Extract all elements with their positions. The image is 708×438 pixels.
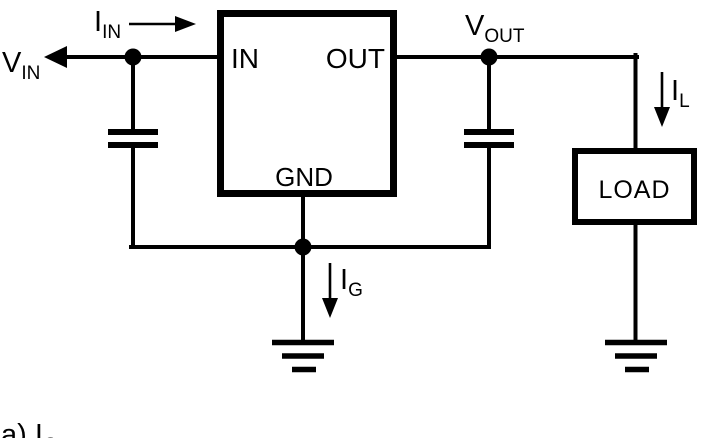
il-label: IL	[671, 75, 690, 112]
vin-label-main: V	[2, 47, 22, 79]
iin-arrowhead	[175, 16, 196, 32]
il-label-main: I	[671, 75, 679, 107]
il-label-sub: L	[679, 91, 690, 112]
output-node-dot	[480, 48, 498, 66]
input-capacitor	[108, 129, 158, 148]
ig-label: IG	[340, 264, 363, 301]
vin-label: VIN	[2, 47, 40, 84]
load-box	[572, 148, 697, 225]
vout-label: VOUT	[465, 10, 525, 47]
vin-label-sub: IN	[21, 63, 40, 84]
ig-label-main: I	[340, 264, 348, 296]
caption-fragment-main: a) I	[1, 419, 43, 438]
ig-arrowhead	[322, 298, 338, 318]
ground-symbol-left	[272, 339, 334, 373]
pin-label-gnd: GND	[275, 162, 333, 192]
load-label: LOAD	[598, 176, 670, 204]
il-arrowhead	[654, 107, 670, 127]
il-arrow	[654, 72, 670, 127]
pin-label-in: IN	[231, 43, 259, 74]
input-node-dot	[124, 48, 142, 66]
pin-label-out: OUT	[326, 43, 385, 74]
ig-arrow	[322, 263, 338, 318]
iin-label: IIN	[94, 6, 121, 43]
iin-arrow	[129, 16, 196, 32]
regulator-box	[217, 10, 397, 197]
caption-fragment-sub: G	[43, 435, 58, 438]
vin-arrowhead	[44, 46, 67, 68]
wires	[58, 53, 639, 345]
output-capacitor	[464, 129, 514, 148]
iin-label-sub: IN	[102, 22, 121, 43]
vout-label-main: V	[465, 10, 485, 42]
ground-node-dot	[294, 238, 312, 256]
iin-label-main: I	[94, 6, 102, 38]
caption-fragment: a) IG	[1, 419, 58, 438]
ig-label-sub: G	[348, 280, 363, 301]
ground-symbol-right	[605, 339, 667, 373]
vout-label-sub: OUT	[484, 26, 525, 47]
